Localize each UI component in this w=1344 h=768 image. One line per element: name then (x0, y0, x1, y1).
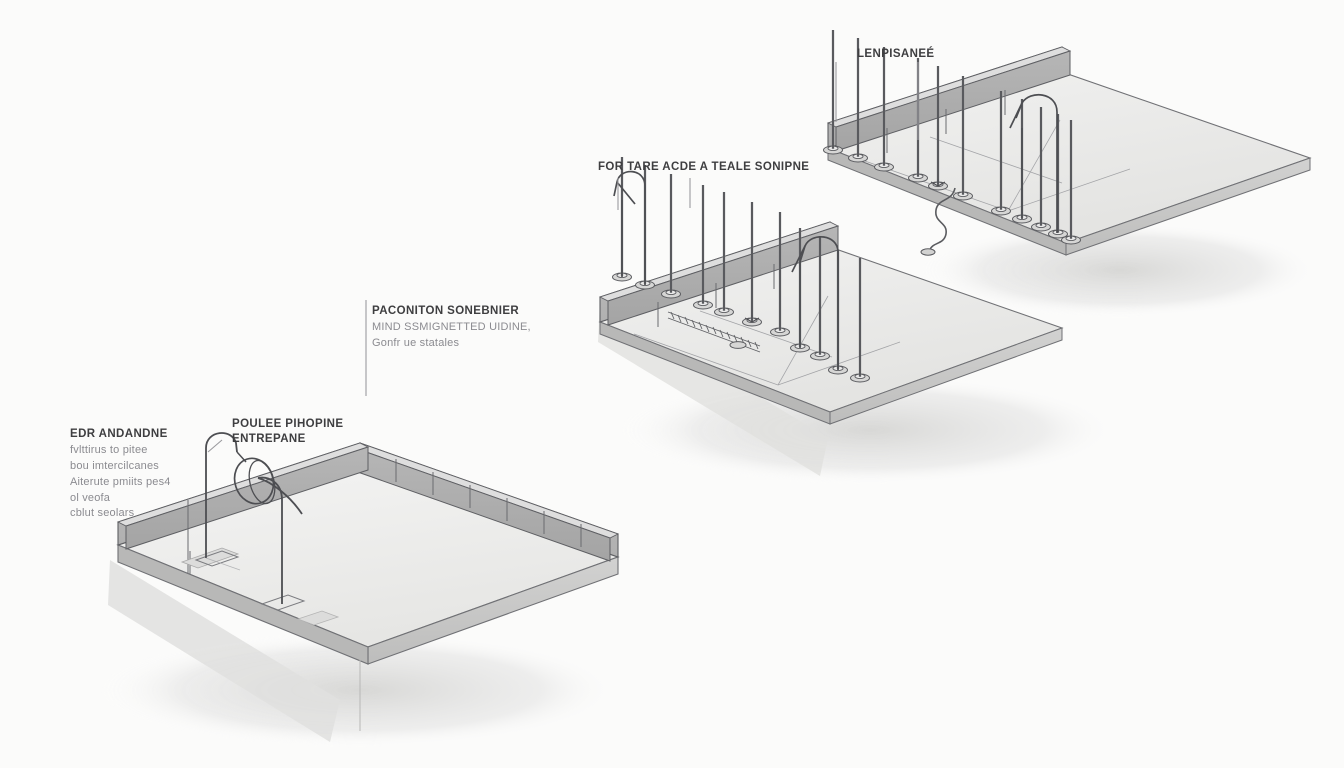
pulley-reel[interactable] (229, 453, 279, 508)
annotation-middle-deck-line-1: MIND SSMIGNETTED UIDINE, (372, 321, 531, 333)
pulley-hanger (236, 451, 247, 463)
floor-access-patch-a (180, 547, 240, 569)
platform-lower-left[interactable] (116, 432, 620, 731)
annotation-lower-left-title: EDR ANDANDNE (70, 428, 168, 440)
parapet-joints-middle (657, 264, 775, 327)
annotation-pulley[interactable]: POULEE PIHOPINE ENTREPANE (232, 418, 343, 448)
annotation-middle-deck-title: PACONITON SONEBNIER (372, 305, 520, 317)
parapet-inner-face-upper-right (835, 50, 1071, 152)
annotation-middle-deck-line-2: Gonfr ue statales (372, 336, 460, 349)
annotation-upper-right[interactable]: LENPISANEÉ (857, 48, 935, 63)
annotation-lower-left-line-5: cblut seolars (70, 507, 135, 520)
leader-pulley (207, 439, 223, 453)
annotation-pulley-title: POULEE PIHOPINE (232, 418, 344, 430)
coiled-conduit-middle (667, 311, 761, 353)
annotation-upper-middle[interactable]: FOR TARE ACDE A TEALE SONIPNE (598, 161, 809, 176)
flexible-hose-upper-right[interactable] (920, 187, 956, 256)
deck-fascia-middle-south (599, 321, 831, 425)
deck-guidelines-lower-left (205, 557, 241, 571)
annotation-upper-middle-title: FOR TARE ACDE A TEALE SONIPNE (598, 161, 810, 173)
deck-fascia-lower-left-south (117, 544, 369, 665)
deck-fitting-upper-right (930, 179, 946, 187)
parapet-inner-face-lower-left-nw (125, 446, 369, 550)
hooked-standpipe-lower-left[interactable] (205, 432, 303, 604)
parapet-joints-lower-left-ne (395, 459, 582, 547)
annotation-upper-right-title: LENPISANEÉ (857, 48, 935, 60)
annotation-middle-deck[interactable]: PACONITON SONEBNIER MIND SSMIGNETTED UID… (372, 305, 531, 352)
deck-fascia-upper-right-south (827, 147, 1067, 256)
base-plate-a (194, 550, 240, 567)
hooked-standpipe-middle-right[interactable] (791, 236, 839, 370)
floor-access-patch-b (296, 610, 340, 626)
annotation-lower-left-line-4: ol veofa (70, 491, 111, 504)
leader-lines (207, 62, 919, 453)
annotation-lower-left[interactable]: EDR ANDANDNE fvlttirus to pitee bou imte… (70, 428, 171, 522)
hooked-standpipe-middle-left[interactable] (613, 170, 646, 285)
base-plate-b (260, 594, 306, 611)
annotation-lower-left-line-1: fvlttirus to pitee (70, 444, 148, 456)
annotation-pulley-subtitle: ENTREPANE (232, 433, 306, 445)
annotation-lower-left-line-3: Aiterute pmiits pes4 (70, 475, 171, 488)
hooked-standpipe-upper-right[interactable] (1009, 94, 1058, 233)
deck-fitting-middle (744, 315, 760, 323)
platform-middle[interactable] (598, 156, 1064, 425)
annotation-lower-left-line-2: bou imtercilcanes (70, 459, 159, 472)
parapet-joints-upper-right (886, 90, 1006, 153)
platform-upper-right[interactable] (822, 29, 1312, 256)
